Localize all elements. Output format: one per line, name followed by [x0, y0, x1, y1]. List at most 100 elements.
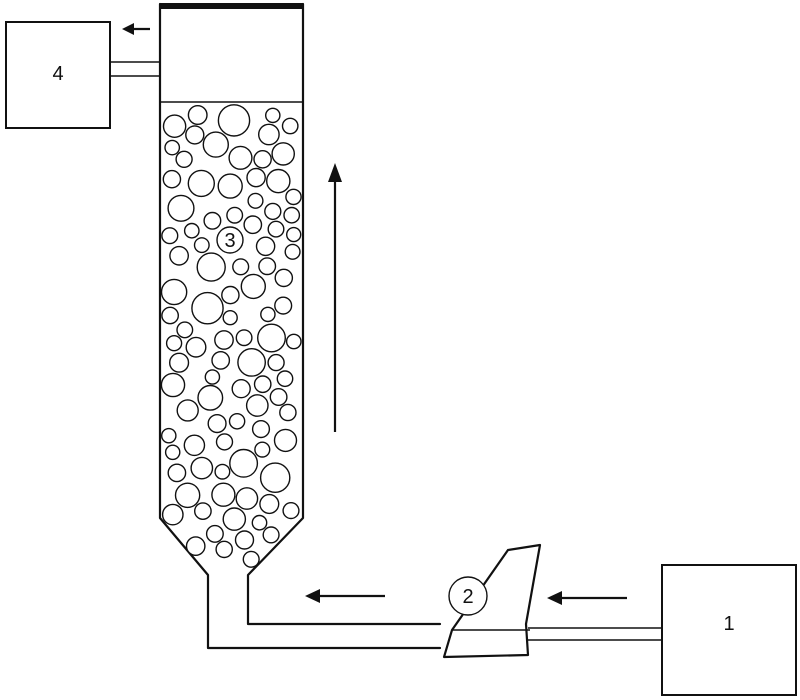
packing-pebble	[253, 375, 272, 394]
packing-pebble	[191, 291, 224, 325]
packing-pebble	[176, 399, 199, 422]
packing-pebble	[285, 333, 302, 350]
packing-pebble	[161, 503, 184, 526]
packing-pebble	[257, 123, 280, 146]
column-right-wall	[246, 2, 442, 626]
packing-pebble	[284, 243, 301, 260]
packing-pebble	[264, 107, 281, 124]
packing-pebble	[245, 394, 269, 417]
packing-pebble	[164, 444, 181, 461]
packing-pebble	[273, 428, 298, 453]
packing-pebble	[251, 514, 268, 531]
pump-impeller-circle	[448, 576, 488, 616]
packing-pebble	[185, 125, 205, 145]
packing-pebble	[285, 188, 302, 206]
packing-pebble	[240, 273, 267, 300]
packing-pebble	[174, 482, 201, 509]
packed-column-label-ring	[216, 226, 244, 254]
packing-pebble	[276, 370, 294, 388]
packing-pebble	[257, 323, 287, 353]
packing-pebble	[260, 306, 276, 323]
packing-pebble	[246, 167, 266, 188]
packed-column: 3	[158, 2, 442, 650]
packing-pebble	[243, 215, 263, 235]
packing-pebble	[176, 321, 194, 339]
column-left-wall	[158, 2, 442, 650]
packing-pebble	[167, 463, 187, 483]
upflow-arrow	[328, 163, 342, 432]
column-top-cap	[160, 3, 303, 9]
packing-pebble	[234, 530, 255, 550]
outlet-tank-label: 4	[52, 63, 63, 85]
packing-pebble	[221, 285, 240, 305]
packing-pebble	[175, 150, 193, 169]
packed-column-label: 3	[224, 230, 235, 252]
packing-pebble	[196, 252, 226, 282]
packing-pebble	[247, 192, 264, 209]
packing-pebble	[271, 142, 296, 166]
packing-pebble	[232, 258, 250, 276]
packing-pebble	[217, 104, 251, 137]
packing-pebble	[187, 104, 208, 125]
packing-pebble	[167, 194, 195, 222]
packing-pebble	[222, 310, 238, 326]
packing-pebble	[214, 463, 231, 480]
packing-pebble	[187, 169, 216, 198]
packing-pebble	[161, 306, 180, 325]
packing-pebble	[183, 434, 206, 457]
packing-pebble	[269, 388, 288, 407]
packing-pebble	[286, 226, 302, 243]
packing-pebble	[169, 352, 190, 373]
packing-pebble	[169, 245, 190, 266]
packing-pebble	[185, 336, 207, 358]
packing-pebble	[211, 482, 236, 507]
packing-pebble	[282, 502, 300, 520]
packing-pebble	[265, 168, 291, 194]
outlet-tank-box	[5, 21, 111, 129]
packing-pebble	[242, 550, 260, 568]
packing-pebble	[259, 462, 291, 494]
packing-pebble	[255, 236, 276, 257]
outlet-pipe	[110, 61, 160, 77]
packing-pebble	[164, 139, 181, 156]
packing-pebble	[229, 448, 259, 478]
packing-pebble	[235, 487, 259, 510]
packing-pebble	[279, 403, 297, 422]
pump-label: 2	[462, 586, 473, 608]
packing-pebble	[274, 296, 293, 315]
packing-pebble	[165, 335, 183, 352]
feed-tank-label: 1	[723, 613, 734, 635]
packing-pebble	[226, 206, 244, 224]
packing-pebble	[185, 536, 206, 556]
packing-pebble	[205, 524, 224, 543]
packing-pebble	[228, 145, 253, 170]
packing-pebble	[215, 540, 233, 559]
packing-pebble	[253, 149, 272, 169]
feed-pipe	[528, 627, 662, 641]
packing-pebble	[204, 369, 221, 385]
packing-pebble	[160, 278, 188, 306]
packing-pebble	[228, 412, 246, 430]
packing-pebble	[193, 502, 212, 520]
outlet-flow-arrow	[122, 23, 150, 35]
packing-pebble	[222, 507, 247, 531]
packing-pebble	[251, 420, 271, 439]
packing-pebble	[258, 257, 277, 276]
packing-pebble	[202, 131, 230, 158]
packing-pebble	[281, 117, 299, 135]
packing-pebble	[267, 220, 285, 238]
packing-pebble	[217, 173, 243, 199]
packing-pebble	[231, 379, 251, 399]
packing-media	[160, 104, 302, 568]
packing-pebble	[274, 268, 294, 288]
packing-pebble	[203, 211, 222, 230]
packing-pebble	[207, 414, 227, 434]
packing-pebble	[162, 114, 187, 138]
packing-pebble	[235, 329, 253, 347]
packing-pebble	[162, 169, 182, 189]
pump: 2	[442, 543, 542, 659]
packing-pebble	[161, 227, 179, 245]
packing-pebble	[254, 441, 271, 458]
feed-tank-box	[661, 564, 797, 696]
